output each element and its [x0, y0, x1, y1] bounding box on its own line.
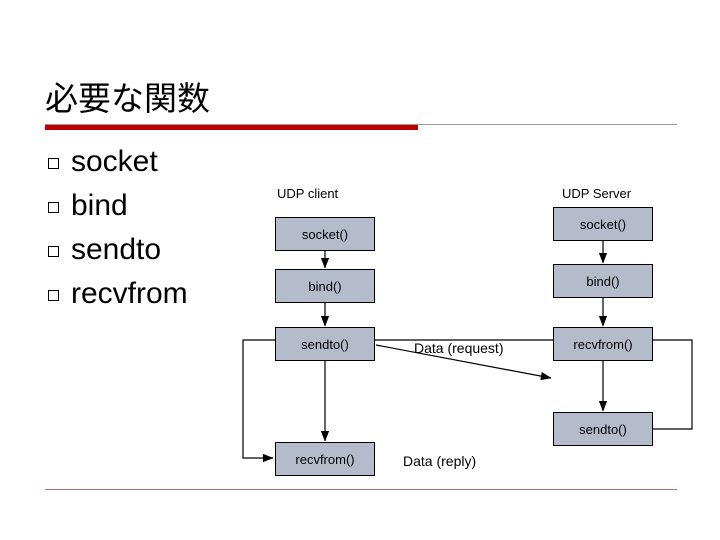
server-box-bind: bind() [553, 264, 653, 298]
square-bullet-icon [48, 290, 59, 301]
bullet-label: recvfrom [71, 277, 188, 310]
list-item: socket [48, 140, 278, 184]
list-item: bind [48, 184, 278, 228]
bullet-label: bind [71, 189, 128, 222]
server-box-socket: socket() [553, 207, 653, 241]
client-box-sendto: sendto() [275, 327, 375, 361]
server-box-recvfrom: recvfrom() [553, 327, 653, 361]
footer-rule [45, 489, 677, 490]
title-underline-thin [45, 124, 677, 125]
bullet-label: socket [71, 145, 158, 178]
client-column-header: UDP client [277, 186, 339, 201]
server-box-sendto: sendto() [553, 412, 653, 446]
square-bullet-icon [48, 202, 59, 213]
list-item: recvfrom [48, 272, 278, 316]
square-bullet-icon [48, 246, 59, 257]
client-box-recvfrom: recvfrom() [275, 442, 375, 476]
title-underline-accent [45, 125, 418, 130]
square-bullet-icon [48, 158, 59, 169]
annotation-data-reply: Data (reply) [403, 453, 477, 469]
page-title: 必要な関数 [45, 80, 210, 117]
annotation-data-request: Data (request) [414, 340, 504, 356]
bullet-label: sendto [71, 233, 162, 266]
client-box-bind: bind() [275, 269, 375, 303]
list-item: sendto [48, 228, 278, 272]
client-box-socket: socket() [275, 217, 375, 251]
bullet-list: socket bind sendto recvfrom [48, 140, 278, 316]
server-column-header: UDP Server [562, 186, 632, 201]
